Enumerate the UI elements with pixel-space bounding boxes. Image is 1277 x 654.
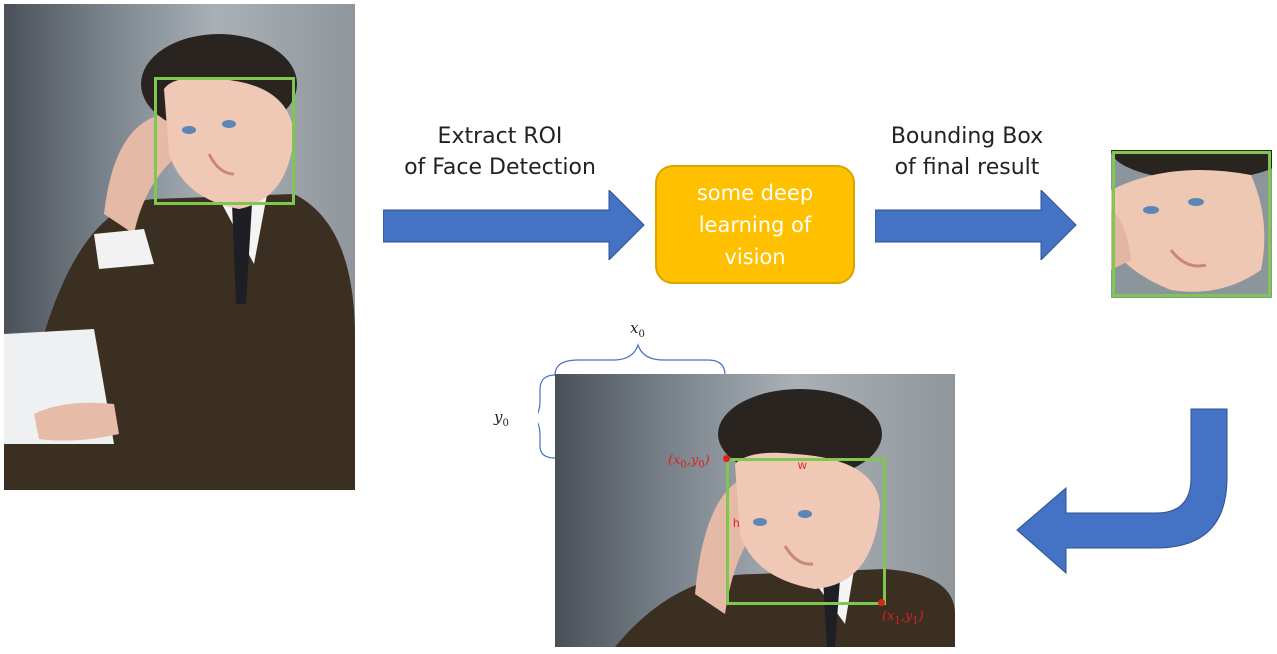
- height-label: h: [733, 516, 740, 530]
- bottom-right-corner-marker: [878, 599, 885, 606]
- x0-variable: x0: [630, 319, 645, 340]
- face-detection-box: [154, 77, 295, 205]
- width-label: w: [798, 458, 807, 472]
- result-bounding-box: [1112, 151, 1271, 297]
- top-left-corner-marker: [723, 455, 730, 462]
- annotated-photo: [555, 374, 955, 647]
- deep-learning-line-1: some deep: [696, 180, 814, 205]
- final-bounding-box: [726, 458, 886, 605]
- offset-braces: [538, 343, 726, 459]
- curved-return-arrow-icon: [1016, 408, 1228, 574]
- deep-learning-box: some deep learning of vision: [655, 165, 855, 284]
- bounding-box-line-1: Bounding Box: [890, 124, 1044, 149]
- annotated-illustration: [615, 389, 955, 647]
- portrait-illustration: [4, 34, 355, 490]
- portrait-photo: [4, 4, 355, 490]
- right-arrow-icon: [875, 190, 1077, 260]
- cropped-face-photo: [1111, 150, 1272, 298]
- y-offset-brace: [538, 374, 556, 459]
- extract-roi-label: Extract ROI of Face Detection: [388, 121, 612, 183]
- bottom-right-coordinate-label: (x1,y1): [882, 609, 924, 627]
- deep-learning-line-3: vision: [724, 244, 786, 269]
- top-left-coordinate-label: (x0,y0): [668, 453, 710, 471]
- y0-variable: y0: [494, 408, 509, 429]
- x-offset-brace: [554, 343, 726, 376]
- bounding-box-line-2: of final result: [894, 155, 1040, 180]
- extract-roi-line-2: of Face Detection: [404, 155, 596, 180]
- bounding-box-label: Bounding Box of final result: [866, 121, 1068, 183]
- right-arrow-icon: [383, 190, 645, 260]
- deep-learning-line-2: learning of: [698, 212, 812, 237]
- extract-roi-line-1: Extract ROI: [437, 124, 563, 149]
- cropped-face-illustration: [1111, 150, 1272, 292]
